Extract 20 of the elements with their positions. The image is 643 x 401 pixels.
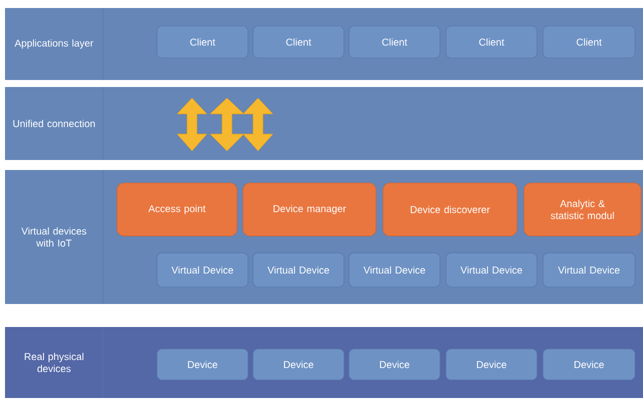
component-box: Device: [156, 348, 248, 380]
component-box: Client: [156, 26, 248, 58]
component-box: Device: [348, 348, 440, 380]
module-box: Access point: [116, 182, 238, 236]
component-box: Virtual Device: [446, 252, 538, 288]
component-box: Device: [252, 348, 344, 380]
component-box: Client: [252, 26, 344, 58]
component-box: Virtual Device: [252, 252, 344, 288]
component-box: Client: [348, 26, 440, 58]
component-box: Virtual Device: [542, 252, 636, 288]
component-box: Virtual Device: [348, 252, 440, 288]
module-box: Analytic & statistic modul: [524, 182, 642, 236]
component-box: Device: [446, 348, 538, 380]
module-box: Device manager: [242, 182, 376, 236]
module-box: Device discoverer: [382, 182, 518, 236]
component-box: Client: [542, 26, 636, 58]
component-box: Client: [446, 26, 538, 58]
component-box: Virtual Device: [156, 252, 248, 288]
component-box: Device: [542, 348, 636, 380]
layer-band: Unified connection: [5, 86, 643, 160]
